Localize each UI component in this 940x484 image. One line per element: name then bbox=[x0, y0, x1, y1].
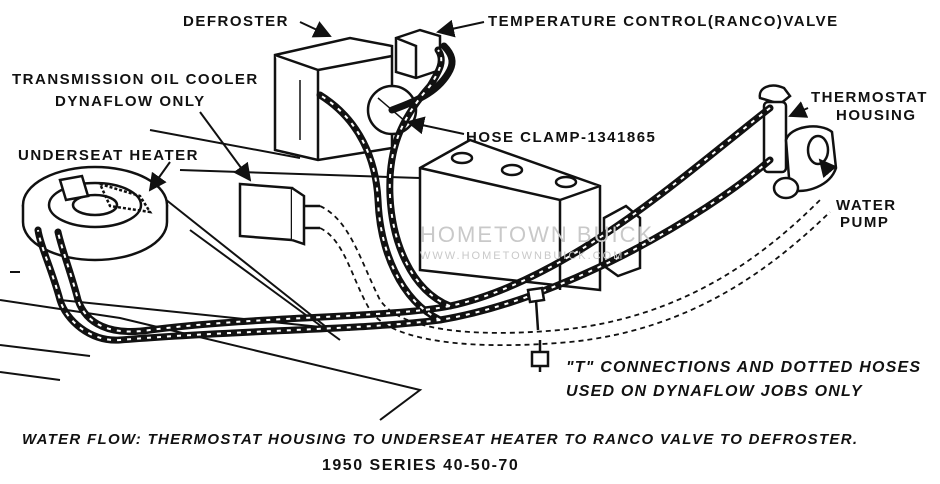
watermark-url: WWW.HOMETOWNBUICK.COM bbox=[420, 250, 625, 262]
label-transmission-cooler-line2: DYNAFLOW ONLY bbox=[55, 93, 206, 110]
label-hose-clamp: HOSE CLAMP-1341865 bbox=[466, 129, 657, 146]
caption-series: 1950 SERIES 40-50-70 bbox=[322, 457, 520, 474]
watermark-title: HOMETOWN BUICK bbox=[420, 222, 655, 247]
label-transmission-cooler-line1: TRANSMISSION OIL COOLER bbox=[12, 71, 259, 88]
dynaflow-dotted-hoses bbox=[319, 199, 831, 347]
battery-unit bbox=[418, 138, 642, 292]
label-t-connections-line2: USED ON DYNAFLOW JOBS ONLY bbox=[566, 383, 863, 400]
caption-water-flow: WATER FLOW: THERMOSTAT HOUSING TO UNDERS… bbox=[22, 431, 859, 448]
hose-flow-dashes bbox=[37, 49, 771, 342]
transmission-cooler-unit bbox=[238, 182, 320, 246]
label-t-connections-line1: "T" CONNECTIONS AND DOTTED HOSES bbox=[566, 359, 922, 376]
label-defroster: DEFROSTER bbox=[183, 13, 290, 30]
label-underseat-heater: UNDERSEAT HEATER bbox=[18, 147, 199, 164]
t-connections bbox=[526, 286, 550, 372]
label-temperature-valve: TEMPERATURE CONTROL(RANCO)VALVE bbox=[488, 13, 839, 30]
label-water-pump-line1: WATER bbox=[836, 197, 897, 214]
label-thermostat-line1: THERMOSTAT bbox=[811, 89, 928, 106]
label-water-pump-line2: PUMP bbox=[840, 214, 890, 231]
label-thermostat-line2: HOUSING bbox=[836, 107, 917, 124]
leader-arrows bbox=[148, 19, 838, 192]
